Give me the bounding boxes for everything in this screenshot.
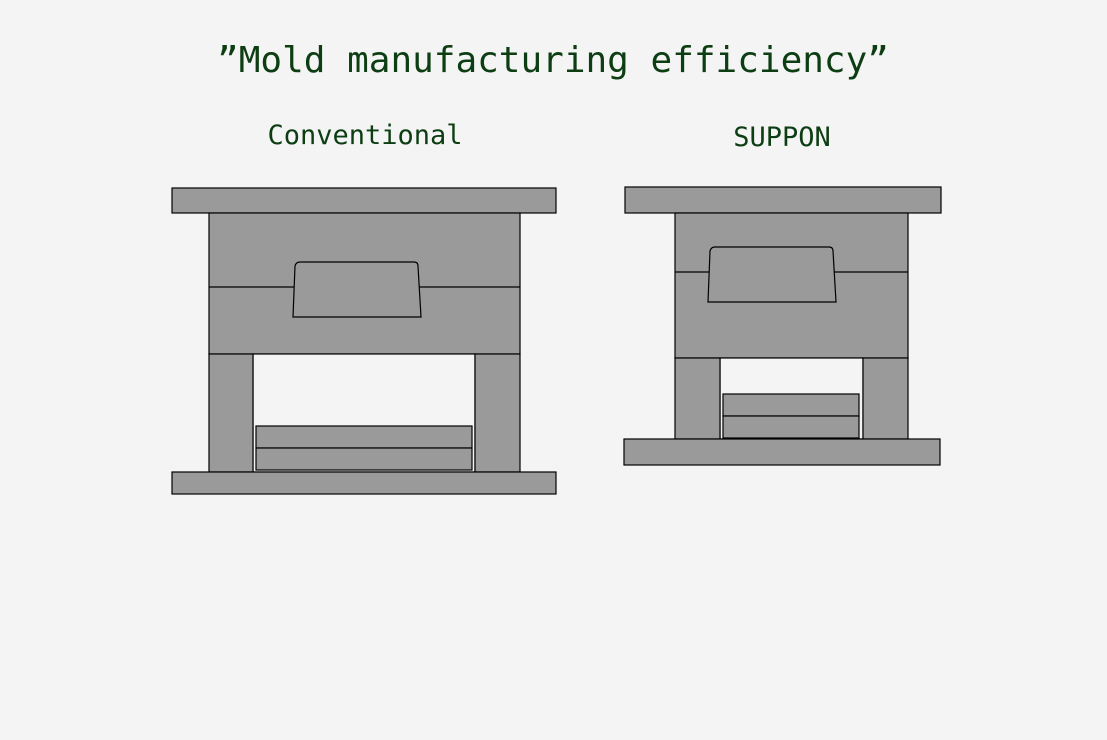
bottom-clamp-plate [623, 438, 941, 466]
diagram-title: ”Mold manufacturing efficiency” [217, 40, 889, 81]
top-clamp-plate [171, 187, 557, 214]
conventional-mold: Conventional [171, 120, 557, 495]
suppon-label: SUPPON [733, 122, 831, 153]
conventional-label: Conventional [267, 120, 462, 151]
ejector-plate [255, 447, 473, 471]
spacer-block-right [862, 357, 909, 440]
spacer-block-right [474, 353, 521, 473]
cavity-insert [292, 261, 422, 318]
suppon-mold: SUPPON [623, 122, 942, 466]
top-clamp-plate [624, 186, 942, 214]
ejector-plate [722, 415, 860, 439]
bottom-clamp-plate [171, 471, 557, 495]
ejector-retainer-plate [255, 425, 473, 449]
spacer-block-left [674, 357, 721, 440]
spacer-block-left [208, 353, 254, 473]
ejector-retainer-plate [722, 393, 860, 417]
cavity-insert [707, 246, 837, 303]
